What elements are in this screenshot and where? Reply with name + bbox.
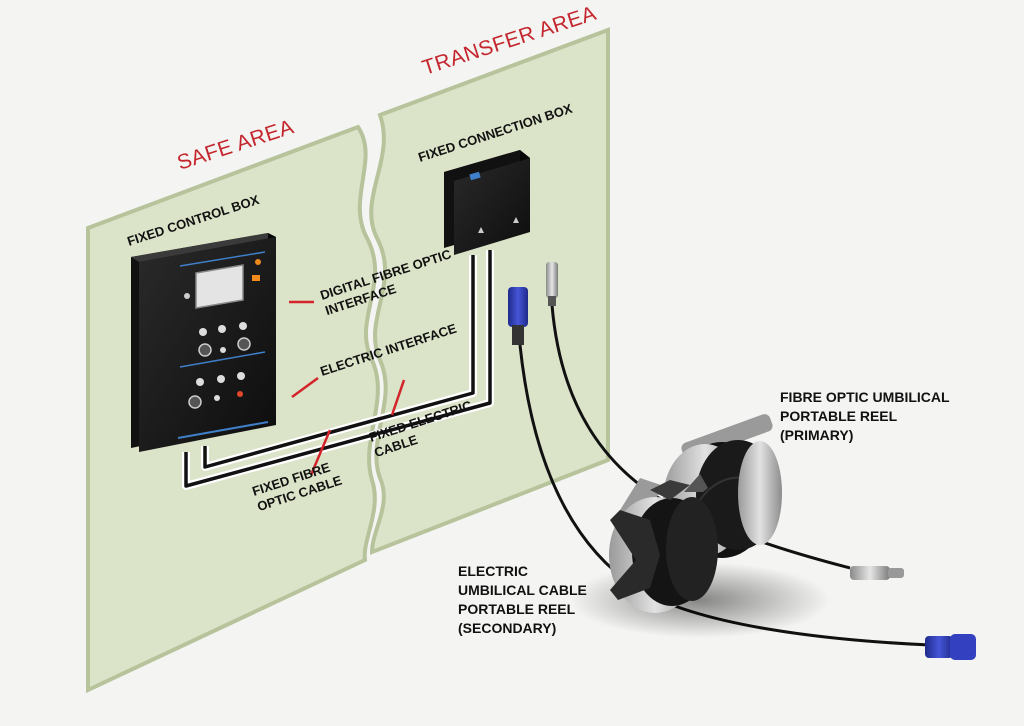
label-electric-reel: ELECTRIC UMBILICAL CABLE PORTABLE REEL (…: [458, 563, 587, 636]
silver-fibre-connector-end: [850, 566, 904, 580]
electric-reel-line4: (SECONDARY): [458, 620, 556, 636]
electric-reel: [609, 478, 718, 613]
label-fibre-optic-reel: FIBRE OPTIC UMBILICAL PORTABLE REEL (PRI…: [780, 389, 950, 443]
electric-reel-line3: PORTABLE REEL: [458, 601, 576, 617]
fibre-reel-line2: PORTABLE REEL: [780, 408, 898, 424]
blue-electric-connector-wall: [508, 287, 528, 345]
silver-fibre-connector-wall: [546, 262, 558, 306]
leader-lines: [289, 300, 406, 476]
control-box-screen: [195, 264, 244, 309]
electric-reel-line2: UMBILICAL CABLE: [458, 582, 587, 598]
blue-electric-connector-end: [925, 634, 976, 660]
fibre-reel-line3: (PRIMARY): [780, 427, 853, 443]
fixed-connection-box: [444, 150, 530, 255]
fibre-reel-line1: FIBRE OPTIC UMBILICAL: [780, 389, 950, 405]
electric-reel-line1: ELECTRIC: [458, 563, 528, 579]
fixed-cables: [182, 250, 494, 490]
fixed-control-box: [131, 233, 276, 452]
